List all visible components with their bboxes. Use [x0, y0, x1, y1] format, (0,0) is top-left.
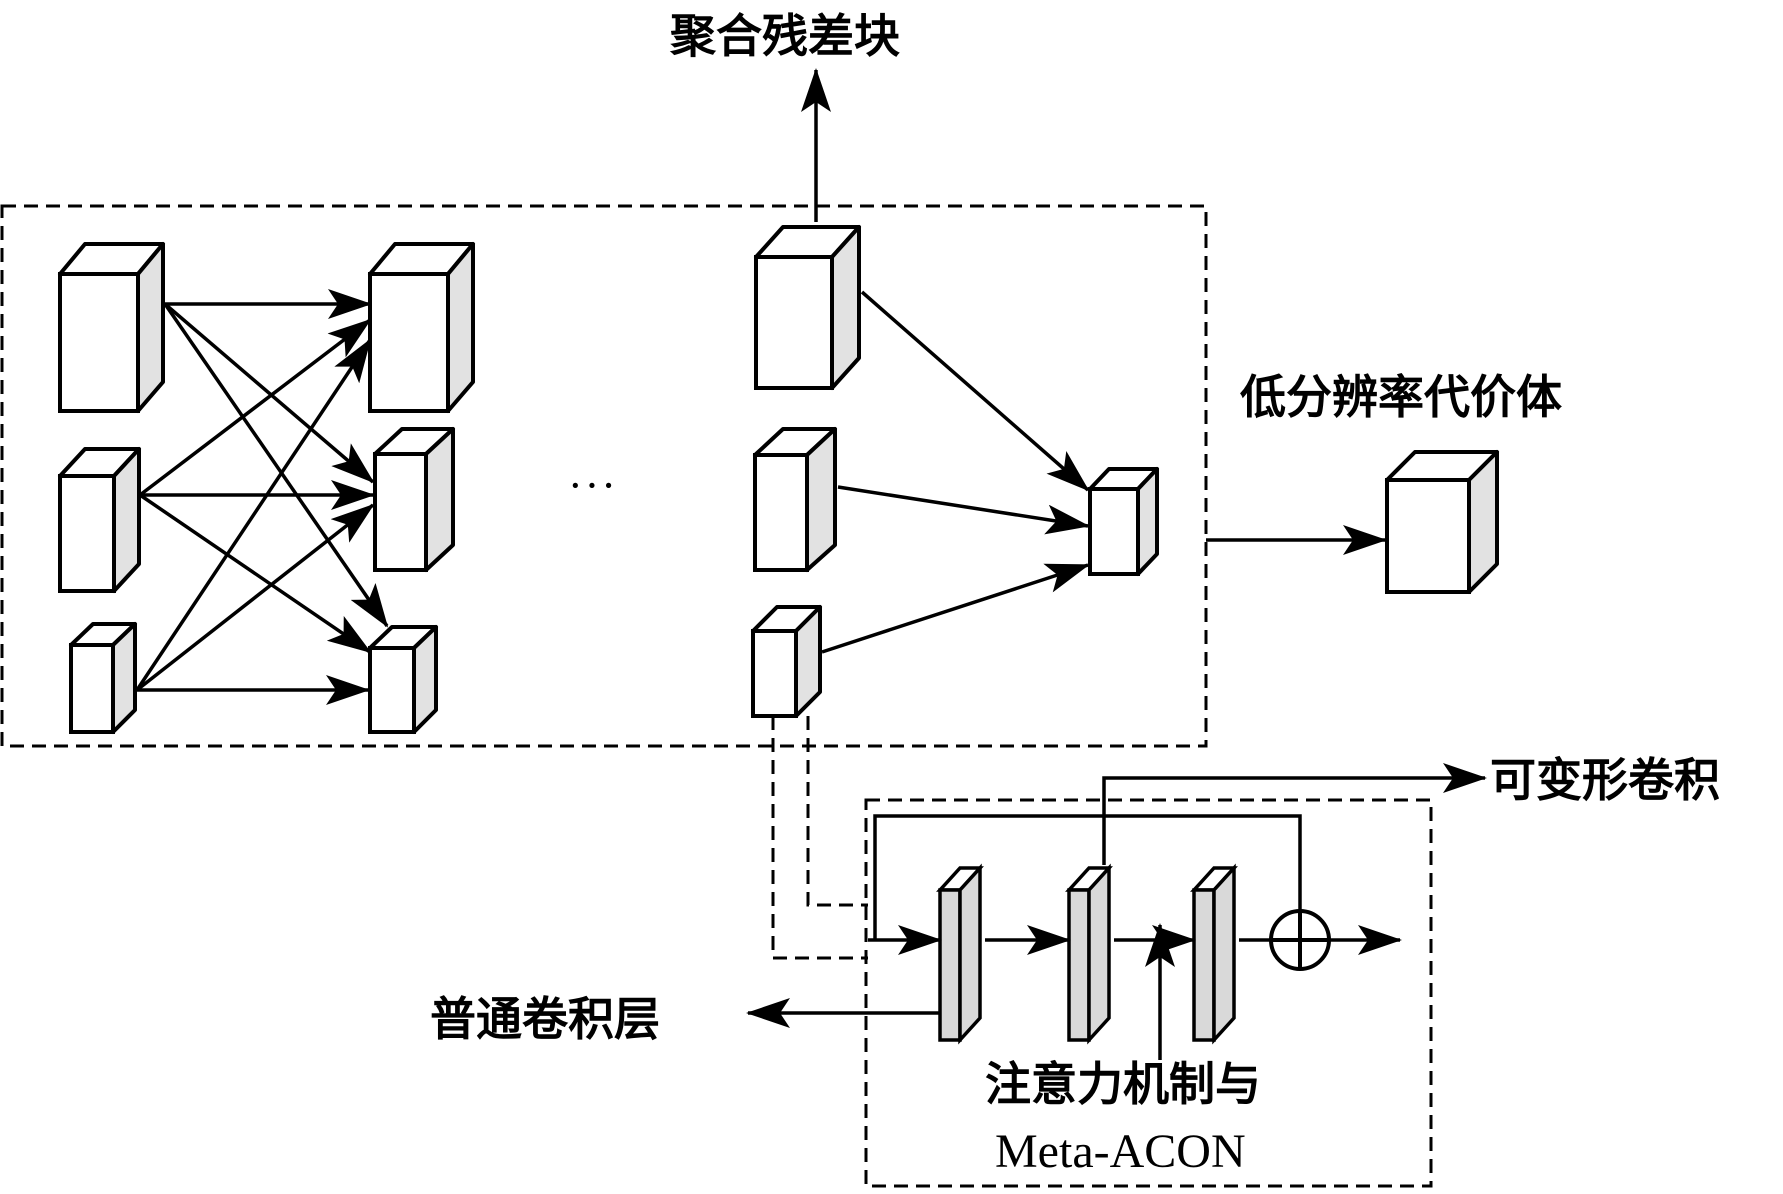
cube-mid-medium — [373, 427, 455, 572]
cube-right-large — [754, 225, 861, 390]
cube-left-small — [69, 622, 137, 734]
cube-mid-large — [368, 242, 475, 413]
deformable-convolution-label: 可变形卷积 — [1490, 753, 1720, 807]
conv-plate-1 — [936, 863, 984, 1045]
aggregate-residual-block-label: 聚合残差块 — [669, 9, 900, 63]
cube-left-medium — [58, 447, 141, 593]
attention-label-line1: 注意力机制与 — [985, 1057, 1261, 1111]
cube-cost-volume — [1385, 450, 1499, 594]
cube-left-large — [58, 242, 165, 413]
ellipsis: ··· — [568, 461, 618, 510]
cube-aggregated — [1088, 467, 1159, 576]
cube-right-medium — [753, 427, 837, 572]
aggregation-arrows — [821, 290, 1090, 654]
dashed-leaders — [771, 716, 868, 960]
cost-volume-label: 低分辨率代价体 — [1240, 370, 1562, 424]
aggregate-block-frame — [0, 204, 1208, 748]
conv-plate-3 — [1190, 863, 1238, 1045]
sum-node — [1269, 909, 1331, 971]
cube-mid-small — [368, 625, 438, 734]
dense-connections — [135, 289, 389, 705]
residual-skip — [873, 814, 1302, 940]
ordinary-conv-layer-label: 普通卷积层 — [430, 992, 660, 1046]
cube-right-small — [751, 605, 822, 718]
deformable-output-line — [1102, 763, 1487, 865]
attention-label-line2: Meta-ACON — [995, 1125, 1246, 1178]
deformable-block-frame — [864, 798, 1433, 1188]
conv-plate-2 — [1065, 863, 1113, 1045]
